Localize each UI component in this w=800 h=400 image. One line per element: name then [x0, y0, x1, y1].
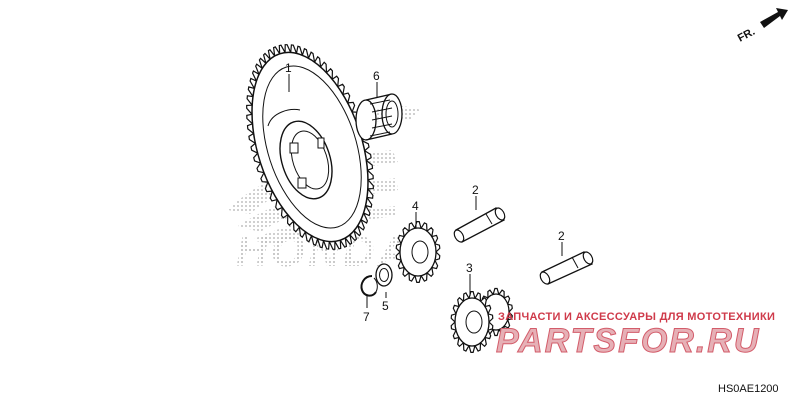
front-direction-arrow: FR. [736, 8, 788, 45]
part-6-needle-bearing [355, 93, 403, 141]
part-2-shaft-lower [539, 251, 594, 285]
front-direction-label: FR. [736, 26, 757, 45]
callout-part-2-lower: 2 [558, 229, 565, 243]
part-7-snap-ring [360, 275, 378, 297]
store-tagline-watermark: ЗАПЧАСТИ И АКСЕССУАРЫ ДЛЯ МОТОТЕХНИКИ [498, 311, 775, 323]
callout-part-5: 5 [382, 299, 389, 313]
callout-part-6: 6 [373, 69, 380, 83]
leader-lines [288, 74, 563, 308]
part-3-idle-gear [450, 287, 513, 353]
part-2-shaft-upper [453, 207, 506, 243]
diagram-code: HS0AE1200 [718, 383, 779, 395]
store-name-watermark: PARTSFOR.RU [496, 322, 760, 360]
callout-part-7: 7 [363, 310, 370, 324]
callout-part-1: 1 [285, 61, 292, 75]
callout-part-2-upper: 2 [472, 183, 479, 197]
part-1-driven-gear [246, 44, 374, 250]
part-4-reduction-gear [395, 221, 441, 283]
callout-part-4: 4 [412, 199, 419, 213]
callout-part-3: 3 [466, 261, 473, 275]
part-5-washer [375, 263, 393, 287]
